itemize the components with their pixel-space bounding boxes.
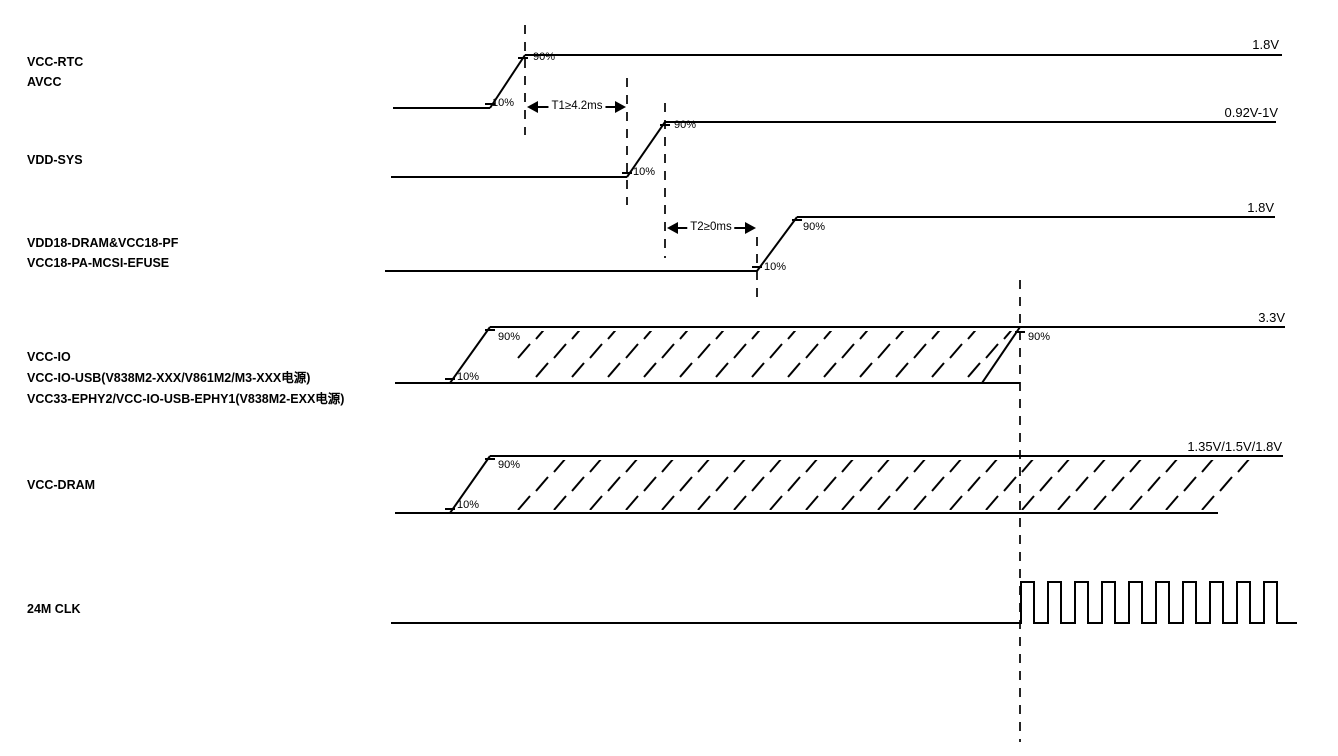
voltage-label-vcc-rtc: 1.8V [1252, 37, 1279, 52]
voltage-label-vdd-sys: 0.92V-1V [1224, 105, 1279, 120]
vcc-rtc-ramp [489, 54, 526, 109]
t1-arrowhead-right [615, 101, 626, 113]
vdd-sys-90pct-label: 90% [674, 119, 697, 131]
signal-name-vdd-sys: VDD-SYS [27, 153, 83, 167]
vcc-dram-ramp [449, 455, 491, 514]
signal-name-vdd18-dram: VDD18-DRAM&VCC18-PF [27, 236, 179, 250]
vcc-rtc-90pct-label: 90% [533, 51, 556, 63]
signal-name-vcc-dram: VCC-DRAM [27, 478, 96, 492]
vcc-io-90pct-label: 90% [498, 331, 521, 343]
vdd-sys-10pct-label: 10% [633, 166, 656, 178]
signal-name-vcc-io: VCC-IO [27, 350, 71, 364]
vdd18-90pct-label: 90% [803, 221, 826, 233]
signal-name-vcc-io-usb: VCC-IO-USB(V838M2-XXX/V861M2/M3-XXX电源) [27, 371, 311, 385]
t1-arrowhead-left [527, 101, 538, 113]
vcc-dram-hatch-region [503, 460, 1250, 510]
signal-name-avcc: AVCC [27, 75, 62, 89]
vcc-rtc-10pct-label: 10% [492, 97, 515, 109]
signal-name-vcc18-pa: VCC18-PA-MCSI-EFUSE [27, 256, 170, 270]
vcc-io-ramp-left [449, 326, 491, 384]
t2-duration-label: T2≥0ms [687, 221, 735, 234]
vcc-io-hatch-region [503, 331, 1012, 381]
signal-name-24m-clk: 24M CLK [27, 602, 81, 616]
voltage-label-vdd18: 1.8V [1247, 200, 1274, 215]
vdd18-10pct-label: 10% [764, 261, 787, 273]
voltage-label-vcc-dram: 1.35V/1.5V/1.8V [1187, 439, 1282, 454]
vcc-io-right-90pct-label: 90% [1028, 331, 1051, 343]
signal-label-vcc-rtc-avcc: VCC-RTC AVCC [27, 52, 83, 92]
vcc-io-10pct-label: 10% [457, 371, 480, 383]
clk-waveform [391, 581, 1297, 624]
vcc-dram-10pct-label: 10% [457, 499, 480, 511]
vcc-dram-90pct-label: 90% [498, 459, 521, 471]
t2-arrowhead-left [667, 222, 678, 234]
voltage-label-vcc-io: 3.3V [1258, 310, 1285, 325]
signal-name-vcc-rtc: VCC-RTC [27, 55, 84, 69]
vdd18-ramp [756, 216, 798, 272]
signal-label-24m-clk: 24M CLK [27, 599, 80, 619]
signal-label-vcc-io: VCC-IO VCC-IO-USB(V838M2-XXX/V861M2/M3-X… [27, 347, 344, 410]
t2-arrowhead-right [745, 222, 756, 234]
vcc-io-ramp-right [981, 326, 1021, 384]
vdd-sys-ramp [626, 121, 666, 178]
signal-label-vdd-sys: VDD-SYS [27, 150, 83, 170]
signal-name-vcc33-ephy2: VCC33-EPHY2/VCC-IO-USB-EPHY1(V838M2-EXX电… [27, 392, 345, 406]
signal-label-vcc-dram: VCC-DRAM [27, 475, 95, 495]
t1-duration-label: T1≥4.2ms [548, 100, 606, 113]
signal-label-vdd18: VDD18-DRAM&VCC18-PF VCC18-PA-MCSI-EFUSE [27, 233, 178, 273]
